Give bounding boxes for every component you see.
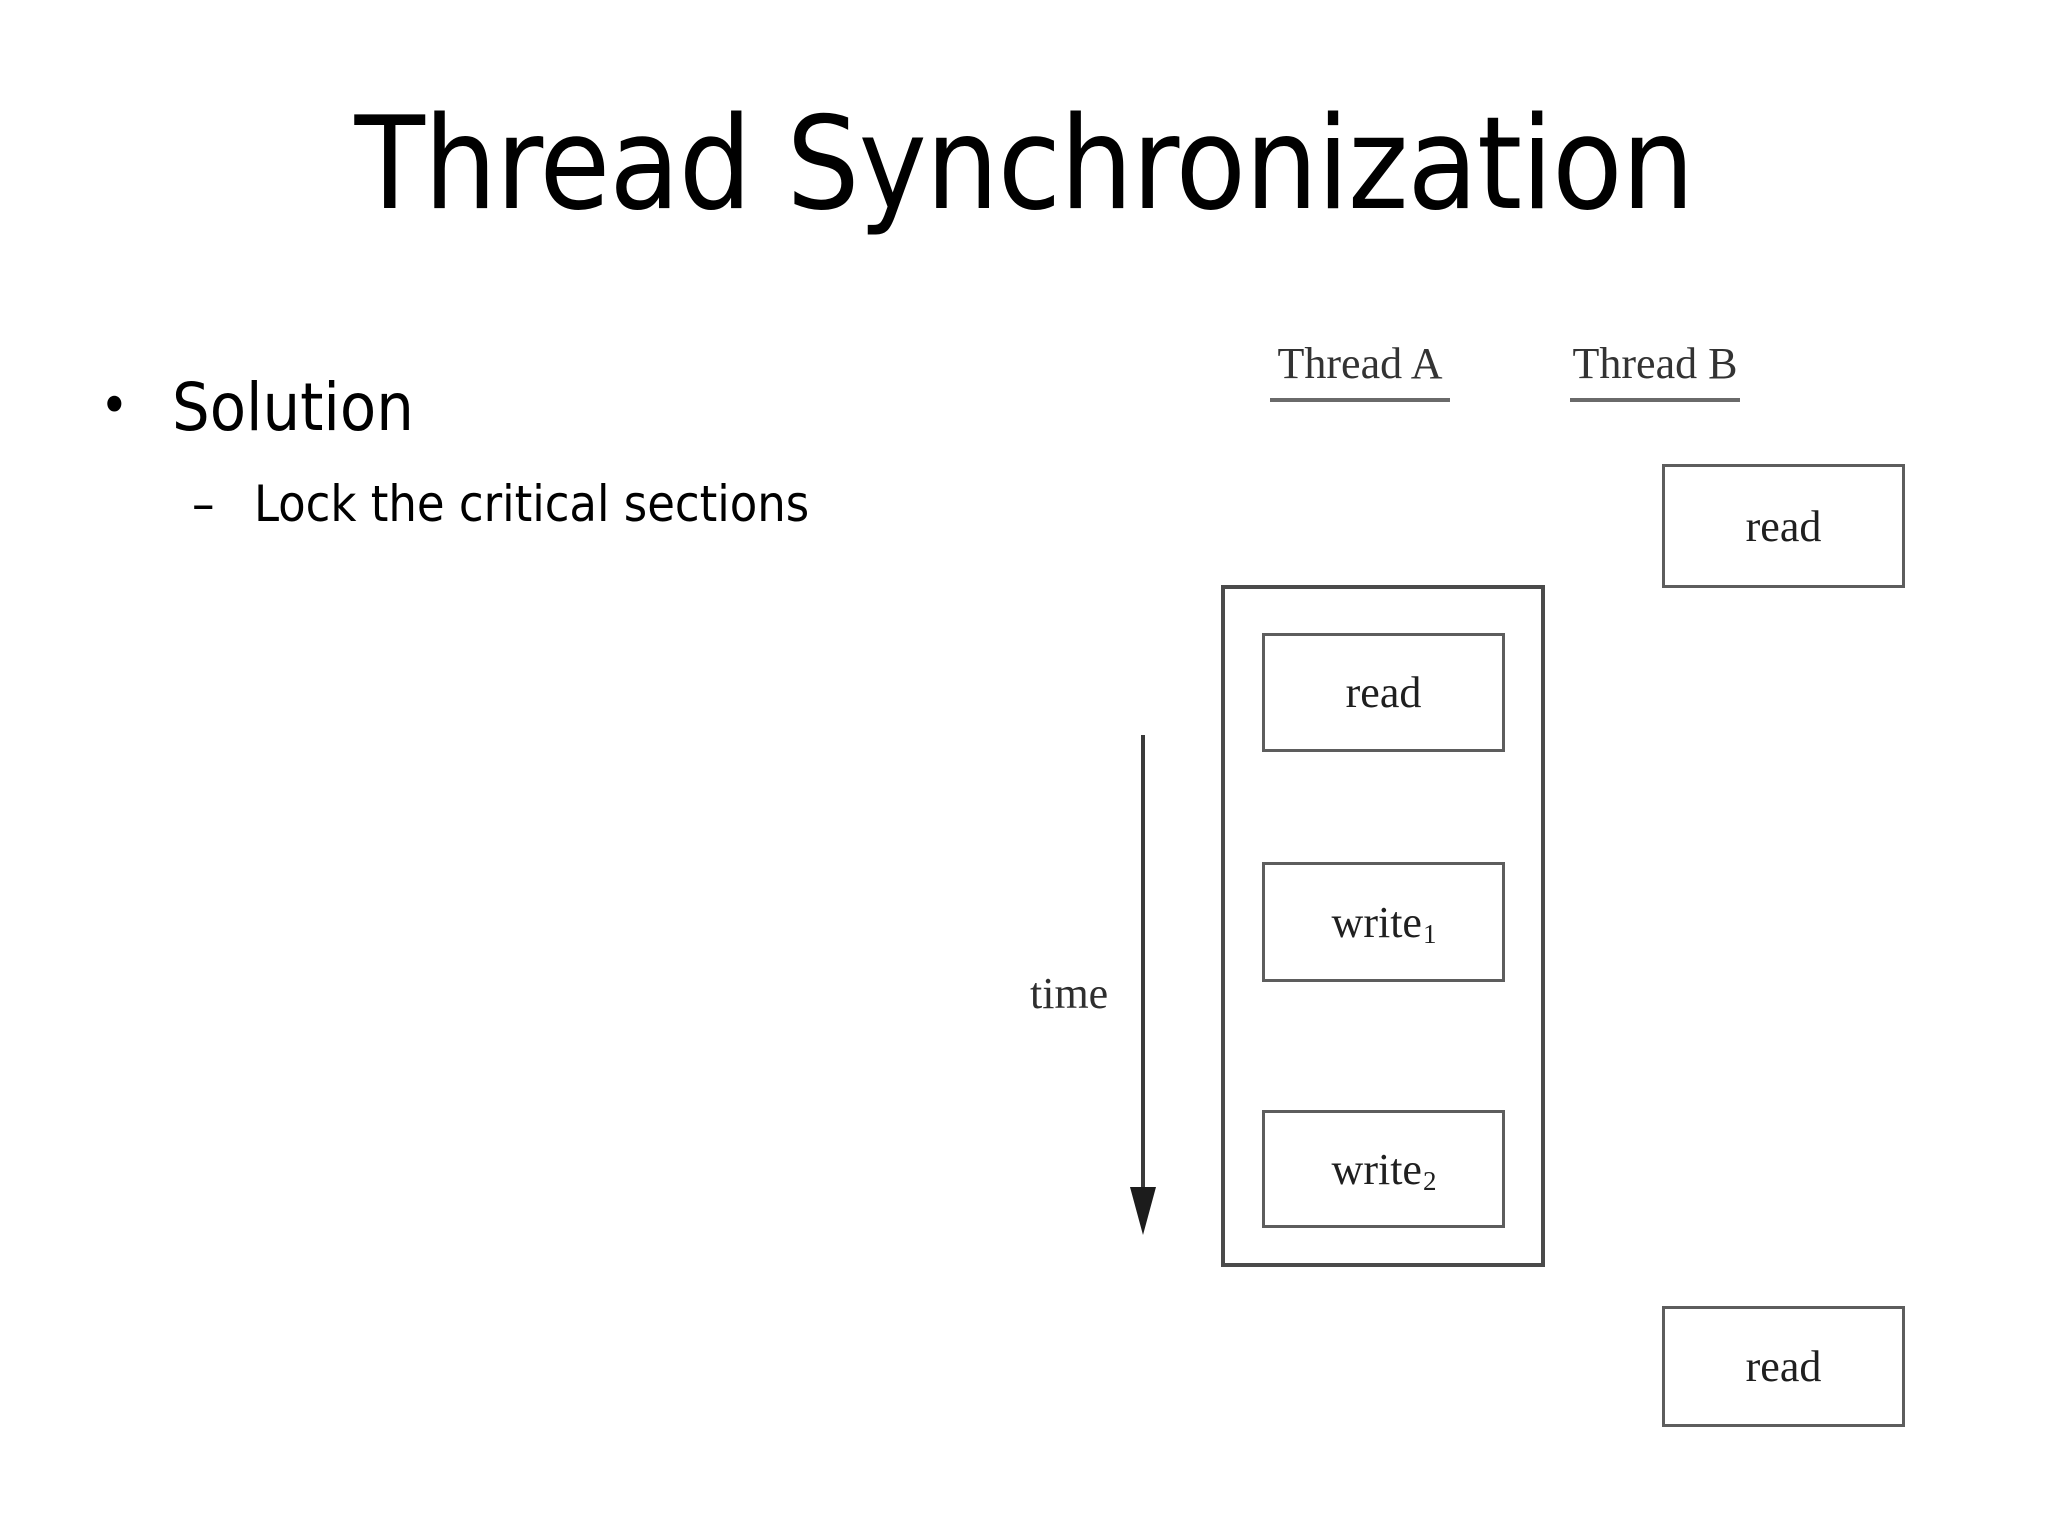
bullet-label-solution: Solution <box>172 369 414 446</box>
thread-a-column-header: Thread A <box>1270 342 1450 402</box>
thread-a-write1-label: write <box>1331 897 1422 947</box>
thread-b-read-box-bottom: read <box>1662 1306 1905 1427</box>
thread-a-underline <box>1270 398 1450 402</box>
bullet-label-lock-critical-sections: Lock the critical sections <box>254 474 810 533</box>
thread-a-read-box: read <box>1262 633 1505 752</box>
thread-b-read-bottom-label: read <box>1745 1342 1822 1391</box>
bullet-item-lock-critical-sections: – Lock the critical sections <box>192 474 1100 534</box>
thread-a-label: Thread A <box>1277 339 1443 388</box>
sub-bullet-dash-icon: – <box>192 474 215 533</box>
thread-b-column-header: Thread B <box>1570 342 1740 402</box>
bullet-list: • Solution – Lock the critical sections <box>100 370 1100 534</box>
thread-b-label: Thread B <box>1572 339 1738 388</box>
time-down-arrow-icon <box>1130 735 1156 1235</box>
thread-a-write1-subscript: 1 <box>1422 918 1437 949</box>
time-axis-label: time <box>1030 969 1109 1018</box>
bullet-marker-icon: • <box>100 374 129 437</box>
thread-b-read-box-top: read <box>1662 464 1905 588</box>
bullet-item-solution: • Solution <box>100 370 1100 446</box>
thread-b-read-top-label: read <box>1745 501 1822 551</box>
thread-a-write2-label: write <box>1331 1144 1422 1194</box>
thread-a-read-label: read <box>1345 668 1422 717</box>
thread-b-underline <box>1570 398 1740 402</box>
page-title: Thread Synchronization <box>354 90 1695 239</box>
thread-a-write2-subscript: 2 <box>1422 1165 1437 1196</box>
